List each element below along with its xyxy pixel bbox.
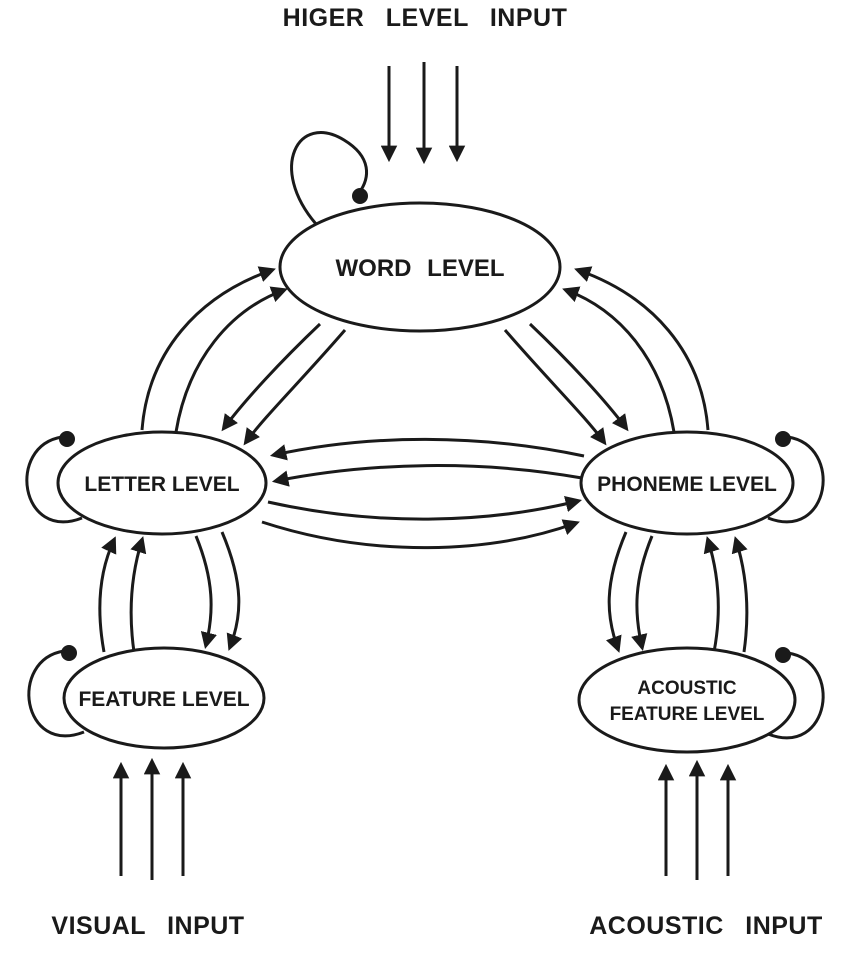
phoneme-self-loop-icon bbox=[767, 435, 825, 524]
letter-level-node: LETTER LEVEL bbox=[56, 430, 268, 536]
visual-input-arrows bbox=[112, 757, 192, 880]
higher-level-input-label: HIGER LEVEL INPUT bbox=[283, 4, 568, 32]
self-inhibition-loops bbox=[25, 131, 825, 740]
phoneme-to-word-arrow-icon bbox=[574, 266, 710, 431]
feature-self-loop-icon bbox=[27, 649, 85, 738]
feature-level-label: FEATURE LEVEL bbox=[78, 688, 249, 711]
phoneme-to-acoustic-arrow-icon bbox=[631, 535, 654, 652]
word-phoneme-links bbox=[503, 266, 710, 446]
phoneme-level-ellipse bbox=[579, 430, 795, 536]
acoustic-self-loop-dot-icon bbox=[775, 647, 791, 663]
acoustic-input-arrows bbox=[657, 759, 737, 880]
letter-to-phoneme-arrow-icon bbox=[267, 495, 583, 521]
feature-level-ellipse bbox=[62, 646, 266, 750]
letter-self-loop-icon bbox=[25, 435, 83, 524]
phoneme-acoustic-links bbox=[606, 531, 749, 653]
word-self-loop-icon bbox=[290, 131, 368, 225]
word-level-ellipse bbox=[278, 201, 562, 333]
feature-to-letter-arrow-icon bbox=[129, 536, 147, 653]
word-to-letter-arrow-icon bbox=[243, 329, 347, 446]
letter-to-feature-arrow-icon bbox=[220, 531, 243, 651]
phoneme-self-loop-dot-icon bbox=[775, 431, 791, 447]
word-to-phoneme-arrow-icon bbox=[528, 322, 629, 432]
phoneme-to-letter-arrow-icon bbox=[271, 464, 583, 487]
letter-self-loop-dot-icon bbox=[59, 431, 75, 447]
letter-to-word-arrow-icon bbox=[140, 266, 276, 431]
feature-self-loop-dot-icon bbox=[61, 645, 77, 661]
higher-level-input-arrows bbox=[380, 62, 466, 165]
word-level-label: WORD LEVEL bbox=[336, 255, 505, 282]
word-to-phoneme-arrow-icon bbox=[503, 329, 607, 446]
letter-to-feature-arrow-icon bbox=[194, 535, 217, 650]
word-letter-links bbox=[140, 266, 347, 446]
letter-level-label: LETTER LEVEL bbox=[84, 473, 239, 496]
acoustic-feature-level-label-line1: ACOUSTIC bbox=[637, 678, 737, 699]
letter-level-ellipse bbox=[56, 430, 268, 536]
word-to-letter-arrow-icon bbox=[221, 322, 322, 432]
acoustic-to-phoneme-arrow-icon bbox=[703, 536, 720, 653]
letter-to-word-arrow-icon bbox=[174, 286, 288, 433]
acoustic-self-loop-icon bbox=[767, 651, 825, 740]
phoneme-to-word-arrow-icon bbox=[562, 286, 676, 433]
letter-to-phoneme-arrow-icon bbox=[261, 519, 580, 550]
visual-input-label: VISUAL INPUT bbox=[51, 912, 244, 940]
acoustic-feature-level-ellipse bbox=[577, 646, 797, 754]
phoneme-to-letter-arrow-icon bbox=[269, 437, 585, 461]
acoustic-to-phoneme-arrow-icon bbox=[731, 536, 749, 653]
word-level-node: WORD LEVEL bbox=[278, 201, 562, 333]
word-self-loop-dot-icon bbox=[352, 188, 368, 204]
feature-level-node: FEATURE LEVEL bbox=[62, 646, 266, 750]
phoneme-level-label: PHONEME LEVEL bbox=[597, 473, 777, 496]
letter-phoneme-links bbox=[261, 437, 585, 550]
phoneme-level-node: PHONEME LEVEL bbox=[579, 430, 795, 536]
feature-to-letter-arrow-icon bbox=[98, 536, 117, 653]
acoustic-feature-level-node: ACOUSTIC FEATURE LEVEL bbox=[577, 646, 797, 754]
letter-feature-links bbox=[98, 531, 243, 653]
acoustic-feature-level-label-line2: FEATURE LEVEL bbox=[610, 704, 765, 725]
phoneme-to-acoustic-arrow-icon bbox=[606, 531, 628, 653]
acoustic-input-label: ACOUSTIC INPUT bbox=[589, 912, 823, 940]
